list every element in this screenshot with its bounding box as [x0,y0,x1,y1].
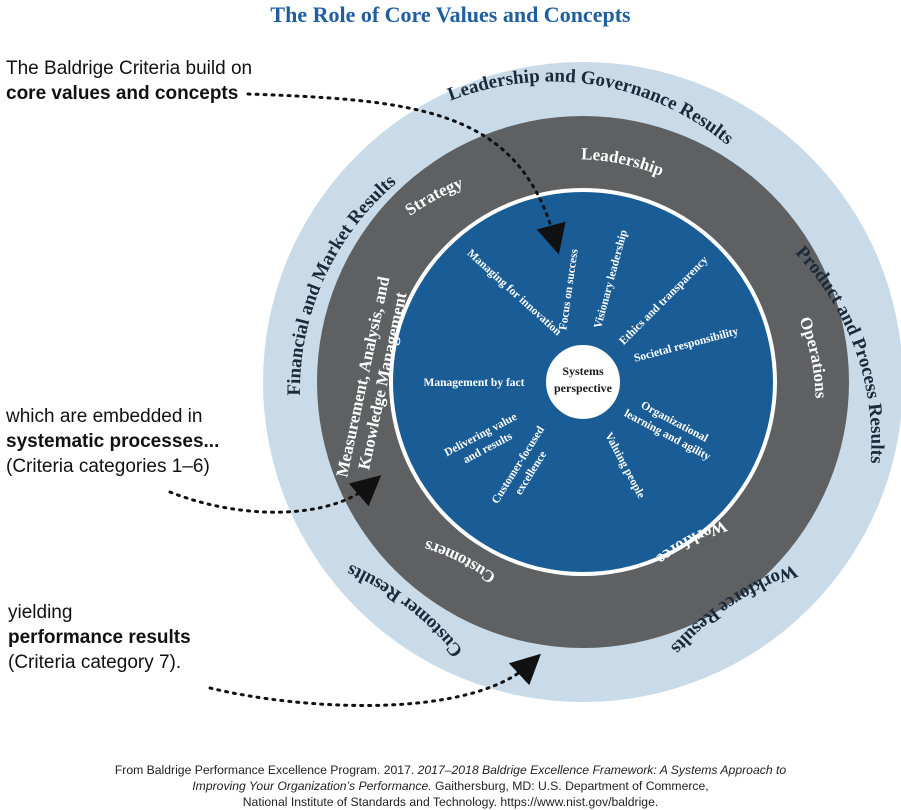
caption-line-1: From Baldrige Performance Excellence Pro… [0,762,901,778]
caption-line-2: Improving Your Organization’s Performanc… [0,778,901,794]
performance-results-note: yielding performance results (Criteria c… [8,600,191,675]
management-by-fact-label: Management by fact [424,377,525,389]
systematic-processes-note: which are embedded in systematic process… [6,404,219,479]
page-title: The Role of Core Values and Concepts [270,2,631,27]
caption-plain: From Baldrige Performance Excellence Pro… [114,763,418,777]
arrow-to-processes [168,475,382,514]
source-caption: From Baldrige Performance Excellence Pro… [0,762,901,810]
note-text: (Criteria categories 1–6) [6,456,210,477]
note-text: yielding [8,602,73,623]
caption-line-3: National Institute of Standards and Tech… [242,795,659,809]
caption-plain: Gaithersburg, MD: U.S. Department of Com… [431,779,709,793]
note-emphasis: systematic processes... [6,431,220,452]
core-values-note: The Baldrige Criteria build on core valu… [6,56,252,106]
arrow-to-results [208,653,541,707]
caption-italic: 2017–2018 Baldrige Excellence Framework:… [417,763,787,777]
systems-perspective-line2: perspective [554,381,613,395]
arrow-to-core-values [246,92,566,255]
note-text: The Baldrige Criteria build on [6,58,253,79]
note-text: which are embedded in [6,406,203,427]
note-text: (Criteria category 7). [8,652,182,673]
caption-italic: Improving Your Organization’s Performanc… [192,779,432,793]
note-emphasis: core values and concepts [6,83,239,104]
note-emphasis: performance results [8,627,191,648]
systems-perspective-line1: Systems [562,364,604,378]
systems-perspective-circle [544,343,622,421]
